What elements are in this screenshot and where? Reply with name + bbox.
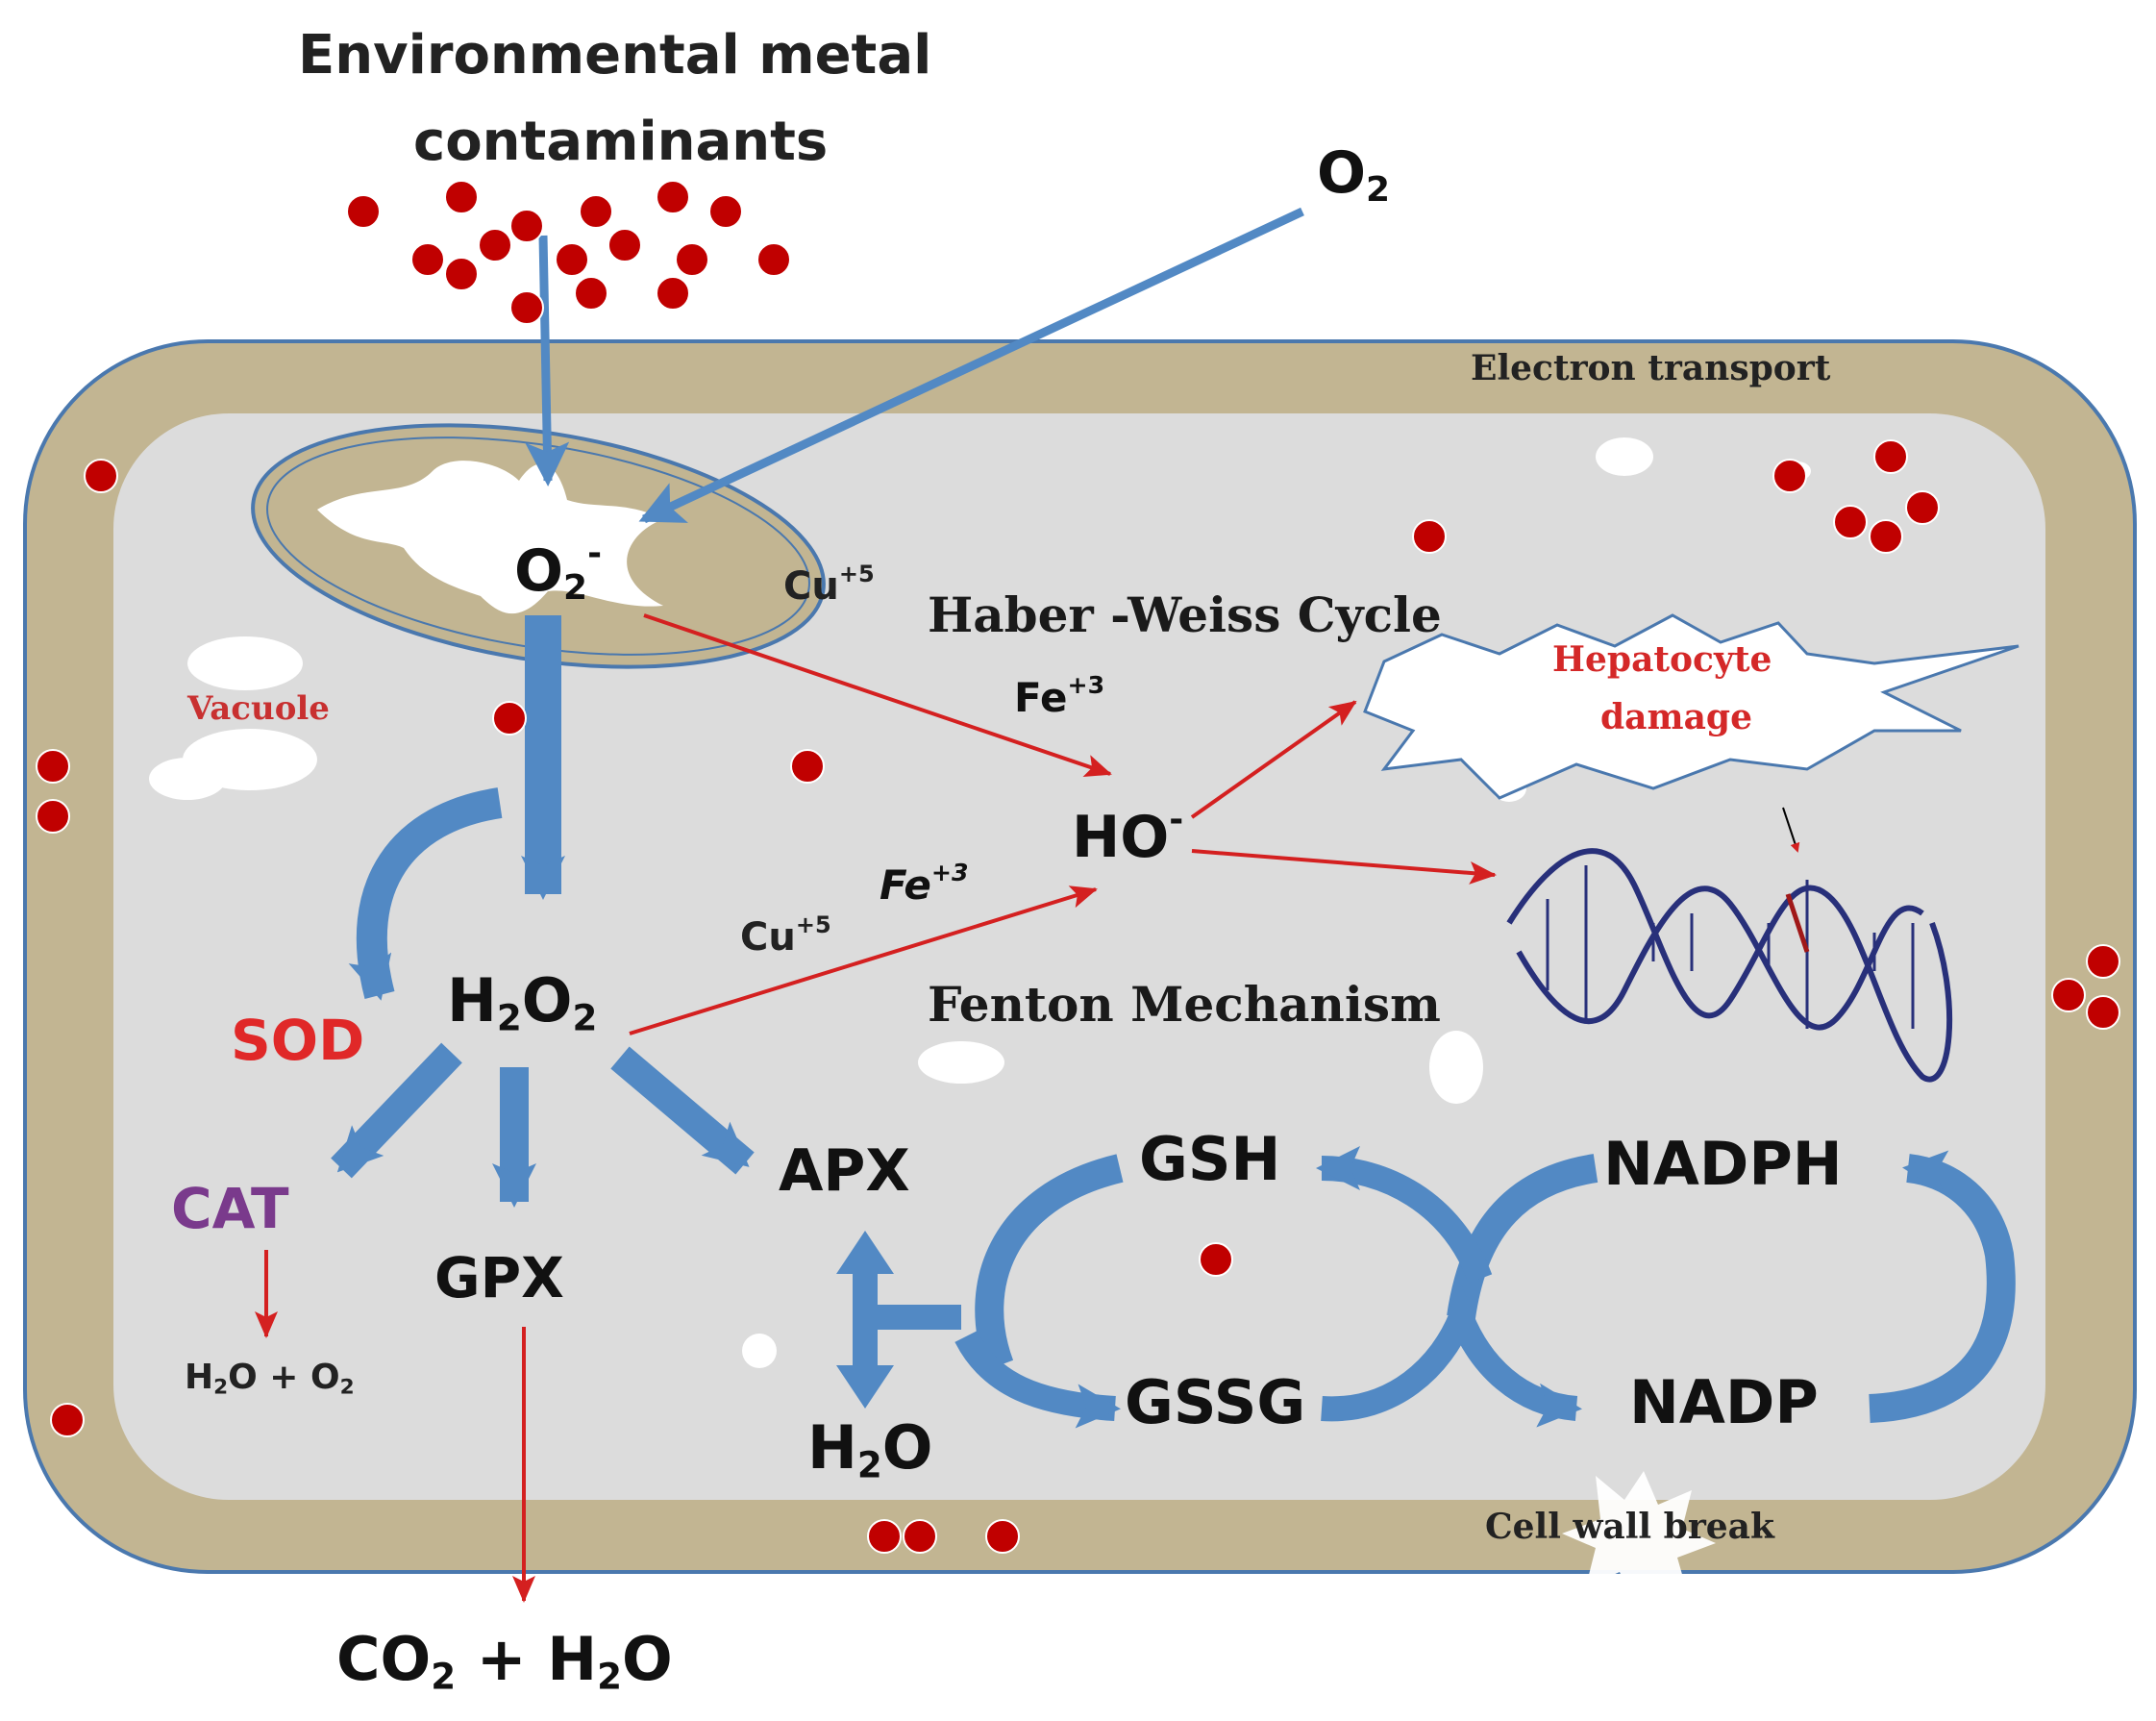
metal-particle [675,242,709,277]
metal-particle [1873,439,1908,474]
metal-particle [410,242,445,277]
arrow-gssg-to-nadp [1321,1284,1582,1428]
mito-o2-radical-label: O2- [514,534,603,608]
metal-particle [36,799,70,834]
arrow-ho-to-dna [1191,849,1497,885]
metal-particle [2086,944,2120,979]
dna-helix [1506,807,1953,1083]
sod-label: SOD [231,1008,365,1073]
arrow-to-gssg [954,1330,1121,1429]
cat-product-label: H2O + O2 [185,1358,355,1400]
hydroxyl-radical-label: HO- [1072,800,1184,871]
blue-arrows [331,207,2016,1429]
title-line-2: contaminants [413,111,829,173]
metal-particle [756,242,791,277]
metal-particle [656,276,690,311]
cat-label: CAT [171,1176,289,1241]
gsh-label: GSH [1139,1124,1281,1194]
hepatocyte-damage-line-1: Hepatocyte [1552,639,1772,680]
hepatocyte-damage-burst [1363,613,2020,800]
metal-particle [555,242,589,277]
gssg-label: GSSG [1125,1367,1306,1437]
metal-particle [607,228,642,262]
fenton-mechanism-label: Fenton Mechanism [928,976,1441,1033]
metal-particle [903,1519,937,1554]
arrow-h2o2-to-cat [331,1042,462,1179]
dna-damage-pointer [1782,807,1800,853]
arrow-o2-to-ho [643,613,1112,777]
arrow-nadph-curve [1447,1154,1598,1320]
metal-particle [656,180,690,214]
metal-particle [492,701,527,736]
metal-particle [574,276,608,311]
metal-particle [1199,1242,1233,1277]
nadph-label: NADPH [1603,1129,1843,1199]
title-line-1: Environmental metal [298,24,932,87]
fe-top-label: Fe+3 [1014,671,1105,721]
metal-particle [1869,519,1903,554]
metal-particle [1772,459,1807,493]
metal-particles [36,180,2120,1554]
apx-label: APX [779,1137,910,1205]
dna-break-mark [1785,893,1810,953]
metal-particle [2051,978,2086,1012]
gpx-label: GPX [434,1245,564,1310]
h2o2-label: H2O2 [447,965,598,1039]
arrow-nadp-curve [1869,1150,2016,1423]
metal-particle [444,180,479,214]
fe-mid-label: Fe+3 [880,859,969,909]
metal-particle [36,749,70,784]
gpx-product-label: CO2 + H2O [336,1624,673,1698]
hepatocyte-damage-line-2: damage [1600,697,1752,737]
cu-mid-label: Cu+5 [740,911,831,960]
arrow-contaminants-to-mito [525,235,570,486]
metal-particle [985,1519,1020,1554]
arrow-to-gsh [1316,1146,1493,1284]
metal-particle [509,290,544,325]
metal-particle [346,194,381,229]
arrow-h2o2-to-apx [610,1046,755,1175]
metal-particle [1905,490,1940,525]
metal-particle [708,194,743,229]
metal-particle [579,194,613,229]
cell-wall-break-label: Cell wall break [1485,1507,1774,1547]
cell-wall-break [1562,1471,1716,1606]
arrow-gsh-curve [975,1154,1124,1371]
metal-particle [509,209,544,243]
arrow-o2-to-mito [638,207,1304,524]
electron-transport-label: Electron transport [1471,348,1831,388]
metal-particle [84,459,118,493]
metal-particle [444,257,479,291]
arrow-ho-to-hepatocyte [1190,700,1357,819]
metal-particle [50,1403,85,1437]
vacuole-label: Vacuole [187,689,330,728]
arrow-apx-up-head [836,1231,894,1274]
haber-weiss-label: Haber -Weiss Cycle [928,586,1442,643]
metal-particle [790,749,825,784]
arrow-sod-curve [348,787,503,1001]
red-arrows [255,613,1497,1603]
o2-outside-label: O2 [1317,139,1391,210]
metal-particle [1412,519,1447,554]
apx-h2o-label: H2O [807,1412,933,1486]
mito-cu-label: Cu+5 [783,561,875,609]
metal-particle [867,1519,902,1554]
nadp-label: NADP [1629,1367,1819,1437]
metal-particle [1833,505,1868,539]
arrow-h2o-down-head [836,1365,894,1409]
vacuoles [149,437,1811,1368]
mitochondrion-cristae [317,461,663,614]
metal-particle [2086,995,2120,1030]
metal-particle [478,228,512,262]
arrow-h2o2-to-ho [629,885,1098,1035]
